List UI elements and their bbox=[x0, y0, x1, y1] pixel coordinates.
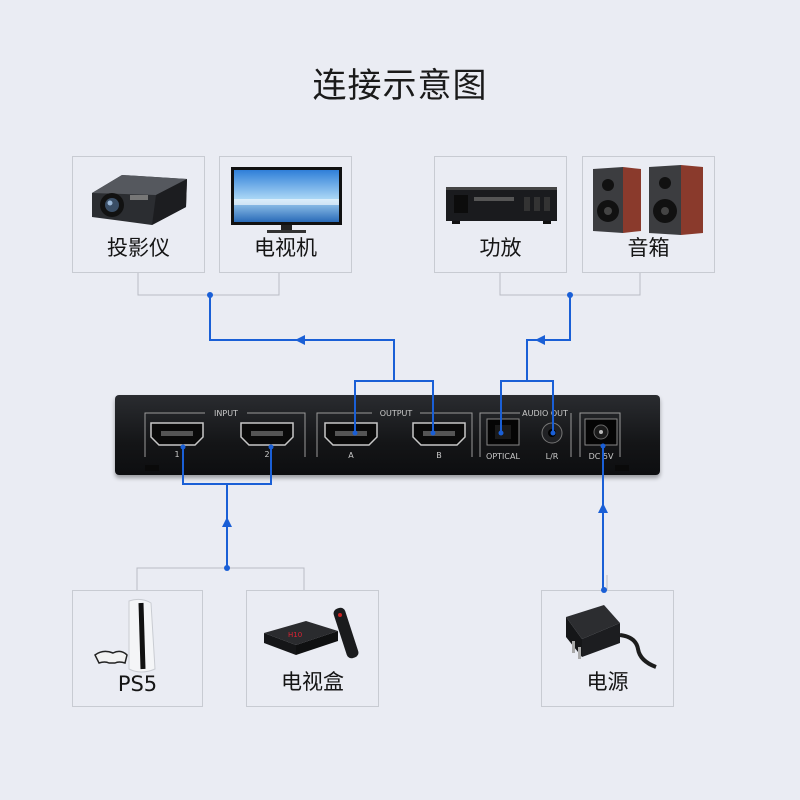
amplifier-icon bbox=[446, 187, 557, 224]
projector-card: 投影仪 bbox=[72, 156, 205, 273]
game-console-icon bbox=[94, 598, 156, 673]
speakers-label: 音箱 bbox=[627, 236, 670, 260]
ps5-card: PS5 bbox=[72, 590, 203, 707]
output-label: OUTPUT bbox=[380, 409, 413, 418]
tv-card: 电视机 bbox=[219, 156, 352, 273]
output-port-a-label: A bbox=[348, 451, 354, 460]
power-label: 电源 bbox=[586, 670, 629, 694]
speakers-card: 音箱 bbox=[582, 156, 715, 273]
speakers-icon bbox=[593, 165, 703, 235]
projector-icon bbox=[92, 175, 187, 225]
page-title: 连接示意图 bbox=[312, 66, 488, 106]
projector-label: 投影仪 bbox=[107, 236, 170, 260]
amplifier-label: 功放 bbox=[479, 236, 522, 260]
input-port-2-label: 2 bbox=[264, 450, 269, 459]
optical-label: OPTICAL bbox=[486, 452, 520, 461]
audio-out-label: AUDIO OUT bbox=[522, 409, 568, 418]
amplifier-card: 功放 bbox=[434, 156, 567, 273]
input-port-1-label: 1 bbox=[174, 450, 179, 459]
hdmi-input-port-2 bbox=[240, 422, 294, 446]
hdmi-switch-device: INPUT 1 2 OUTPUT A B AUDIO OUT OPTICAL L… bbox=[115, 395, 660, 475]
power-card: 电源 bbox=[541, 590, 674, 707]
svg-text:H10: H10 bbox=[288, 631, 302, 639]
input-label: INPUT bbox=[214, 409, 238, 418]
dc-power-port bbox=[584, 418, 618, 446]
ps5-label: PS5 bbox=[117, 672, 158, 696]
output-port-b-label: B bbox=[436, 451, 442, 460]
power-adapter-icon bbox=[566, 605, 657, 669]
tv-label: 电视机 bbox=[254, 236, 317, 260]
hdmi-output-port-b bbox=[412, 422, 466, 446]
lr-label: L/R bbox=[546, 452, 559, 461]
dc-label: DC 5V bbox=[589, 452, 614, 461]
tvbox-card: H10 电视盒 bbox=[246, 590, 379, 707]
tvbox-label: 电视盒 bbox=[281, 670, 344, 694]
hdmi-input-port-1 bbox=[150, 422, 204, 446]
hdmi-output-port-a bbox=[324, 422, 378, 446]
tv-icon bbox=[231, 167, 342, 233]
tv-box-icon: H10 bbox=[264, 607, 359, 659]
